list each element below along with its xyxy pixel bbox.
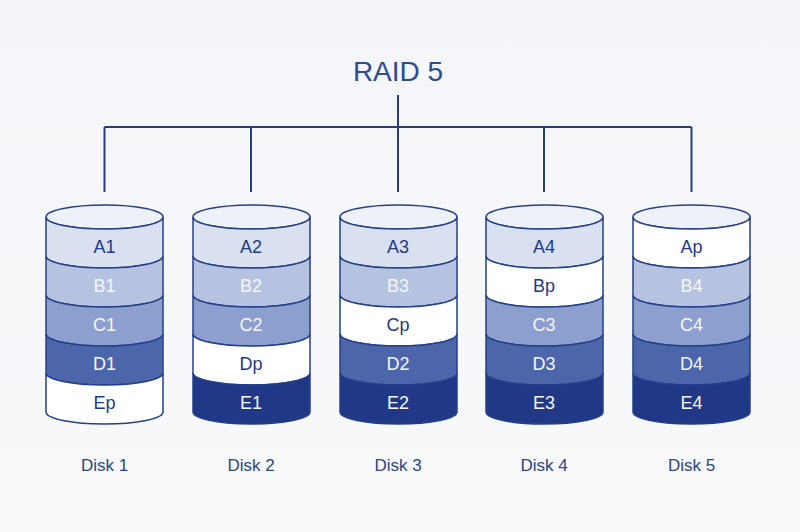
stripe-block: B1 (46, 256, 163, 307)
block-label: C3 (486, 306, 603, 345)
disk-label: Disk 5 (618, 454, 765, 478)
stripe-block: D2 (340, 334, 457, 385)
stripe-band-outline (46, 217, 163, 268)
stripe-block: E3 (486, 373, 603, 424)
disk-label: Disk 2 (178, 454, 325, 478)
block-label: B3 (340, 267, 457, 306)
disk-label: Disk 4 (471, 454, 618, 478)
stripe-band-outline (193, 373, 310, 424)
stripe-band-outline (486, 373, 603, 424)
block-label: C4 (633, 306, 750, 345)
block-label: E4 (633, 384, 750, 423)
bus-line (397, 95, 399, 127)
block-label: A4 (486, 228, 603, 267)
stripe-block: E1 (193, 373, 310, 424)
block-label: D1 (46, 345, 163, 384)
stripe-band-outline (340, 217, 457, 268)
block-label: A2 (193, 228, 310, 267)
stripe-block: C1 (46, 295, 163, 346)
stripe-block: B4 (633, 256, 750, 307)
stripe-band-outline (46, 256, 163, 307)
block-label: B2 (193, 267, 310, 306)
block-label: A3 (340, 228, 457, 267)
disk-cylinder: ApB4C4D4E4Disk 5 (633, 200, 750, 480)
stripe-band-outline (46, 295, 163, 346)
block-label: B1 (46, 267, 163, 306)
stripe-block: Ep (46, 373, 163, 424)
stripe-band-outline (633, 295, 750, 346)
bus-line (543, 127, 545, 192)
stripe-band-outline (193, 256, 310, 307)
stripe-block: C3 (486, 295, 603, 346)
stripe-band-outline (193, 334, 310, 385)
stripe-band-outline (193, 217, 310, 268)
stripe-band-outline (46, 373, 163, 424)
stripe-band-outline (486, 256, 603, 307)
block-label: E2 (340, 384, 457, 423)
stripe-band-outline (193, 295, 310, 346)
disk-cylinder: A3B3CpD2E2Disk 3 (340, 200, 457, 480)
stripe-block: D1 (46, 334, 163, 385)
stripe-block: D4 (633, 334, 750, 385)
block-label: C2 (193, 306, 310, 345)
block-label: Ap (633, 228, 750, 267)
block-label: D2 (340, 345, 457, 384)
stripe-block: A3 (340, 217, 457, 268)
disk-cylinder: A1B1C1D1EpDisk 1 (46, 200, 163, 480)
disk-cylinder: A2B2C2DpE1Disk 2 (193, 200, 310, 480)
block-label: Cp (340, 306, 457, 345)
stripe-block: A4 (486, 217, 603, 268)
block-label: C1 (46, 306, 163, 345)
stripe-band-outline (633, 334, 750, 385)
stripe-band-outline (340, 373, 457, 424)
stripe-band-outline (340, 334, 457, 385)
stripe-band-outline (633, 217, 750, 268)
stripe-block: Cp (340, 295, 457, 346)
stripe-block: C2 (193, 295, 310, 346)
bus-line (691, 127, 693, 192)
stripe-band-outline (340, 295, 457, 346)
stripe-band-outline (633, 256, 750, 307)
bus-line (250, 127, 252, 192)
stripe-band-outline (340, 256, 457, 307)
stripe-band-outline (486, 217, 603, 268)
stripe-band-outline (486, 334, 603, 385)
stripe-block: Ap (633, 217, 750, 268)
bus-line (397, 127, 399, 192)
stripe-block: E4 (633, 373, 750, 424)
stripe-block: A2 (193, 217, 310, 268)
diagram-title: RAID 5 (290, 55, 506, 89)
stripe-block: C4 (633, 295, 750, 346)
block-label: Bp (486, 267, 603, 306)
disk-label: Disk 1 (31, 454, 178, 478)
block-label: A1 (46, 228, 163, 267)
bus-line (104, 127, 106, 192)
disk-cylinder: A4BpC3D3E3Disk 4 (486, 200, 603, 480)
stripe-band-outline (633, 373, 750, 424)
stripe-block: B3 (340, 256, 457, 307)
stripe-block: Dp (193, 334, 310, 385)
block-label: D4 (633, 345, 750, 384)
block-label: Ep (46, 384, 163, 423)
disk-label: Disk 3 (325, 454, 472, 478)
stripe-band-outline (46, 334, 163, 385)
stripe-block: D3 (486, 334, 603, 385)
stripe-block: E2 (340, 373, 457, 424)
stripe-block: Bp (486, 256, 603, 307)
block-label: B4 (633, 267, 750, 306)
stripe-block: B2 (193, 256, 310, 307)
block-label: E3 (486, 384, 603, 423)
block-label: Dp (193, 345, 310, 384)
block-label: D3 (486, 345, 603, 384)
block-label: E1 (193, 384, 310, 423)
stripe-band-outline (486, 295, 603, 346)
stripe-block: A1 (46, 217, 163, 268)
